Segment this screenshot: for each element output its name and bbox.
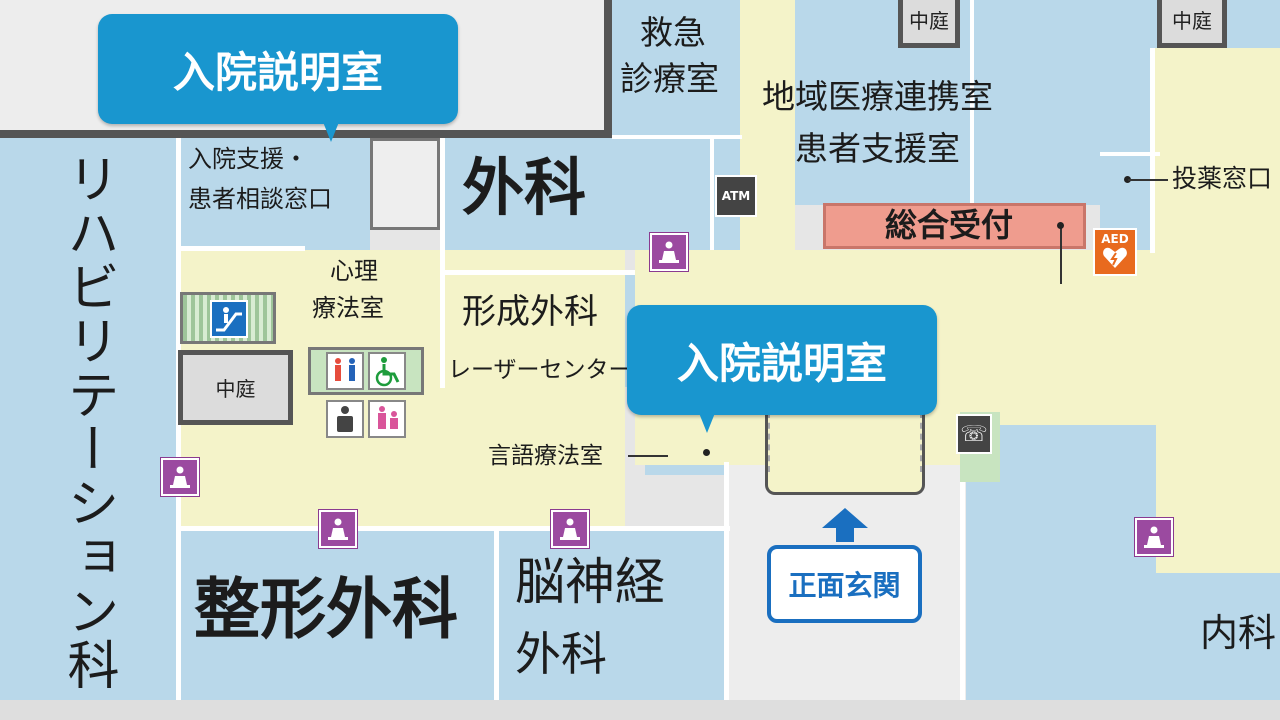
kyukyu-label-1: 救急 [640, 13, 706, 52]
seikei-geka-label: 整形外科 [194, 571, 458, 648]
geka-label: 外科 [462, 151, 587, 224]
escalator-icon [210, 300, 248, 338]
toyaku-dot [1124, 176, 1131, 183]
gengo-label: 言語療法室 [488, 443, 603, 469]
wall [710, 138, 714, 250]
toyaku-leader [1128, 179, 1168, 181]
nyuin-setsumei-callout-2: 入院説明室 [627, 305, 937, 415]
entrance-dashes-right [920, 412, 922, 472]
courtyard-top-2: 中庭 [1157, 0, 1227, 48]
phone-icon: ☏ [956, 414, 992, 454]
rehabilitation-room [0, 138, 180, 700]
wall [724, 462, 729, 700]
courtyard-label: 中庭 [909, 8, 949, 33]
noushinkei-label-2: 外科 [515, 627, 607, 681]
wall [440, 138, 445, 388]
atm-icon: ATM [715, 175, 757, 217]
elevator-icon[interactable] [161, 458, 199, 496]
nyuin-setsumei-callout-1: 入院説明室 [98, 14, 458, 124]
callout-pointer [323, 122, 339, 142]
shinri-label-1: 心理 [330, 257, 378, 285]
elevator-icon[interactable] [551, 510, 589, 548]
corridor-lower-east [1155, 250, 1280, 570]
elevator-icon[interactable] [650, 233, 688, 271]
nyuin-setsumei-room-1 [370, 138, 440, 230]
aed-icon: AED [1093, 228, 1137, 276]
wheelchair-icon [368, 352, 406, 390]
wall [612, 135, 742, 139]
kyukyu-room [612, 0, 742, 138]
reception-leader [1060, 226, 1062, 284]
noushinkei-label-1: 脳神経 [515, 553, 665, 611]
rehab-label: リハビリテーション科 [58, 152, 118, 692]
baby-room-icon [326, 400, 364, 438]
noushinkei-room [498, 530, 728, 700]
gengo-leader [628, 455, 668, 457]
main-entrance-sign: 正面玄関 [767, 545, 922, 623]
entrance-dashes-left [768, 412, 770, 472]
main-entrance-label: 正面玄関 [788, 569, 901, 602]
outer-wall-top-left [0, 130, 612, 138]
courtyard-top-1: 中庭 [898, 0, 960, 48]
nyuin-shien-room [180, 138, 370, 250]
callout-pointer [699, 413, 715, 433]
elevator-icon[interactable] [319, 510, 357, 548]
aed-label: AED [1101, 232, 1129, 246]
kyukyu-label-2: 診療室 [620, 59, 719, 98]
wall [494, 530, 499, 700]
wall [1100, 152, 1160, 156]
courtyard-label: 中庭 [1172, 8, 1212, 33]
seikei-geka-room [180, 530, 498, 700]
callout-label: 入院説明室 [676, 338, 887, 388]
arrow-up-icon [820, 508, 870, 542]
reception-dot [1057, 222, 1064, 229]
courtyard-label: 中庭 [215, 377, 256, 401]
callout-label: 入院説明室 [172, 47, 383, 97]
entrance-lobby [765, 410, 925, 495]
courtyard-mid: 中庭 [178, 350, 293, 425]
keisei-geka-label: 形成外科 [462, 292, 598, 332]
nursing-room-icon [368, 400, 406, 438]
wall [445, 270, 635, 275]
chiiki-iryo-label: 地域医療連携室 [762, 77, 993, 116]
toyaku-label: 投薬窓口 [1172, 164, 1273, 193]
atm-label: ATM [721, 189, 751, 203]
laser-label: レーザーセンター [448, 357, 632, 383]
wall [180, 526, 730, 531]
elevator-icon[interactable] [1135, 518, 1173, 556]
wall [180, 246, 305, 251]
gengo-dot [703, 449, 710, 456]
nyuin-shien-label-1: 入院支援・ [188, 145, 308, 173]
geka-room [445, 138, 635, 250]
reception-desk [823, 203, 1086, 249]
outer-wall-right-top [604, 0, 612, 138]
kanja-shien-label: 患者支援室 [795, 129, 960, 168]
nyuin-shien-label-2: 患者相談窓口 [188, 185, 332, 213]
restroom-icon [326, 352, 364, 390]
wall [970, 0, 974, 205]
reception-label: 総合受付 [885, 206, 1014, 244]
bottom-strip [0, 700, 1280, 720]
naika-label: 内科 [1200, 611, 1277, 655]
shinri-label-2: 療法室 [312, 294, 384, 322]
wall [1150, 48, 1155, 253]
wall [960, 425, 965, 700]
